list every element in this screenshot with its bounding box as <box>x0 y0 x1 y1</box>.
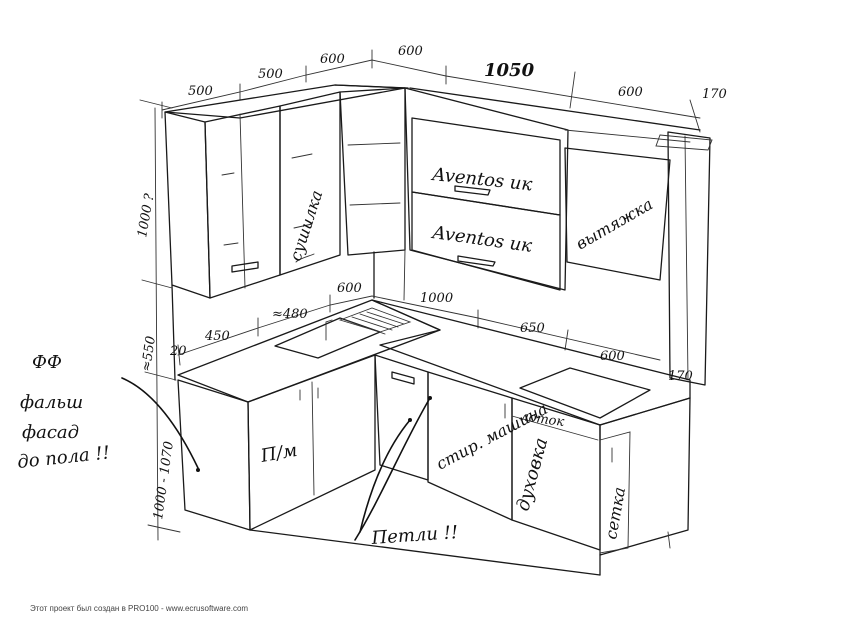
counter-dimension-line <box>177 294 661 366</box>
dim-top-7: 170 <box>702 87 727 102</box>
note-line-3: до пола !! <box>16 442 110 473</box>
dim-counter-5: 1000 <box>420 291 453 306</box>
label-setka: сетка <box>601 485 629 540</box>
note-line-1: фальш <box>20 392 83 413</box>
dim-counter-8: 170 <box>668 369 693 384</box>
dim-top-5: 1050 <box>484 60 535 81</box>
dim-gap: ≈550 <box>139 335 159 372</box>
label-lotok: лоток <box>519 409 565 430</box>
dim-counter-7: 600 <box>600 349 625 364</box>
dim-top-3: 600 <box>320 52 345 67</box>
leader-lines <box>121 377 432 541</box>
note-line-2: фасад <box>22 422 79 443</box>
label-pm: П/м <box>258 440 299 467</box>
dim-height-upper: 1000 ? <box>135 192 158 239</box>
false-facade-note: ФФ фальш фасад до пола !! <box>16 352 110 473</box>
dim-counter-1: 20 <box>169 344 187 359</box>
label-aventos-1: Aventos ик <box>429 164 533 196</box>
dim-height-lower: 1000 - 1070 <box>151 440 177 520</box>
dim-top-2: 500 <box>258 67 283 82</box>
upper-cabinets-right <box>404 87 713 386</box>
label-petli: Петли !! <box>370 522 459 549</box>
wall-outline <box>171 249 406 381</box>
dim-counter-3: ≈480 <box>272 307 308 322</box>
label-vytyazhka: вытяжка <box>573 194 656 253</box>
footer-credit: Этот проект был создан в PRO100 - www.ec… <box>30 604 249 613</box>
top-dimension-labels: 500 500 600 600 1050 600 170 <box>188 44 727 102</box>
dim-counter-4: 600 <box>337 281 362 296</box>
label-dukhovka: духовка <box>513 436 553 514</box>
dim-counter-2: 450 <box>204 329 230 344</box>
label-aventos-2: Aventos ик <box>429 222 533 257</box>
height-dimensions <box>139 99 181 541</box>
counter-dimension-labels: 20 450 ≈480 600 1000 650 600 170 <box>169 281 693 384</box>
top-dimension-line <box>161 49 701 133</box>
dim-top-6: 600 <box>618 85 643 100</box>
dim-top-4: 600 <box>398 44 423 59</box>
lower-cabinets <box>177 299 691 576</box>
label-sushka: сушилка <box>286 188 327 263</box>
dim-top-1: 500 <box>188 84 213 99</box>
upper-cabinets-left <box>164 84 409 299</box>
note-ff: ФФ <box>32 352 62 373</box>
dim-counter-6: 650 <box>520 321 545 336</box>
